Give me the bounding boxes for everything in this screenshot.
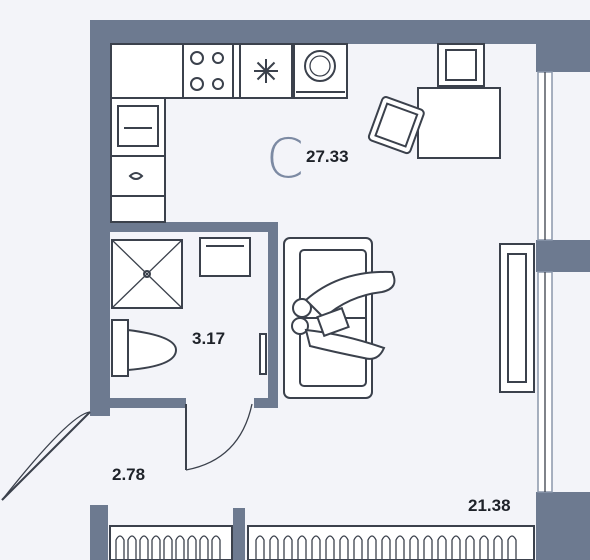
bath-top-wall (110, 222, 278, 232)
windows (537, 71, 553, 493)
left-wall (90, 20, 110, 416)
hob-knob-icon (128, 172, 144, 180)
top-wall (90, 20, 536, 44)
snowflake-icon (239, 43, 293, 99)
sink-icon (117, 105, 159, 147)
radiator-icon (109, 525, 535, 560)
top-right-wall (536, 20, 590, 72)
door-icon (1, 403, 253, 501)
area-hallway: 2.78 (112, 465, 145, 484)
washer-icon (293, 43, 348, 99)
shower-icon (111, 239, 183, 309)
people-icon (291, 270, 396, 360)
bottom-left-wall (90, 505, 108, 560)
armchair-icon (367, 96, 425, 155)
bottom-right-wall (536, 492, 590, 560)
dining (367, 43, 501, 159)
sink-bath-icon (199, 237, 251, 277)
chair-icon (437, 43, 485, 87)
kitchen (110, 43, 348, 223)
kitchen-counter-side (110, 97, 166, 223)
stove-icon (182, 43, 234, 99)
table-icon (417, 87, 501, 159)
area-bathroom: 3.17 (192, 329, 225, 348)
bathroom (111, 237, 267, 377)
bath-bottom-wall-right (254, 398, 278, 408)
toilet-icon (111, 319, 178, 377)
bottom-mid-wall (233, 508, 245, 560)
towel-rail-icon (259, 333, 267, 375)
bath-right-wall (268, 222, 278, 408)
walls (90, 20, 590, 560)
area-living-room: 27.33 (306, 147, 349, 166)
bath-bottom-wall-left (90, 398, 186, 408)
class-letter: С (266, 127, 304, 190)
right-pier (536, 240, 590, 272)
entry-jamb (90, 408, 108, 416)
area-extra: 21.38 (468, 496, 511, 515)
tv-icon (499, 243, 535, 393)
